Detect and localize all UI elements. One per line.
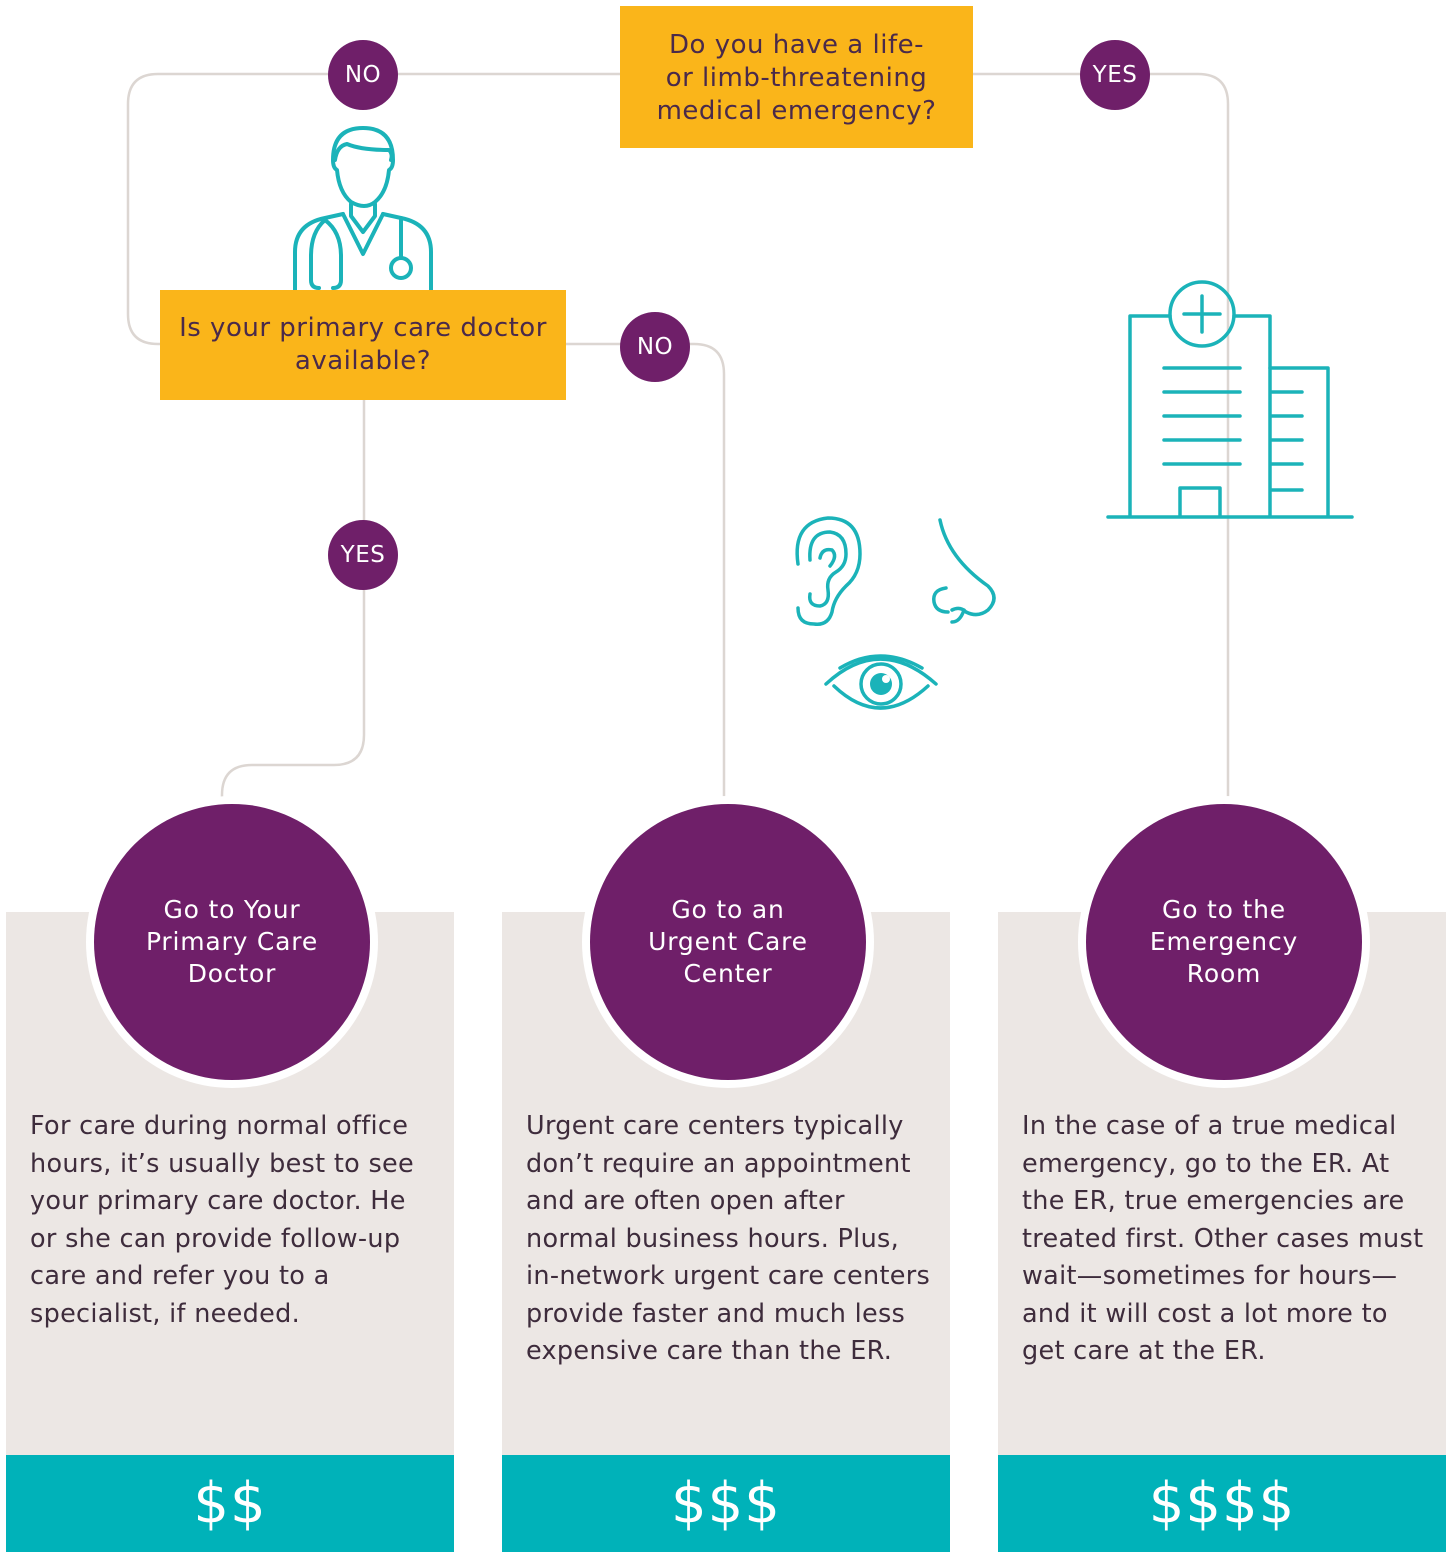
doctor-icon: [293, 126, 433, 292]
primary-care-cost: $$: [6, 1455, 454, 1552]
emergency-room-description: In the case of a true medical emergency,…: [1022, 1111, 1424, 1366]
primary-yes-badge: YES: [328, 520, 398, 590]
emergency-room-cost: $$$$: [998, 1455, 1446, 1552]
emergency-no-badge: NO: [328, 40, 398, 110]
primary-care-card: For care during normal office hours, it’…: [6, 912, 454, 1552]
primary-no-badge: NO: [620, 312, 690, 382]
urgent-care-description: Urgent care centers typically don’t requ…: [526, 1111, 931, 1366]
primary-care-description: For care during normal office hours, it’…: [30, 1111, 415, 1329]
urgent-care-title: Go to an Urgent Care Center: [590, 804, 866, 1080]
primary-care-title: Go to Your Primary Care Doctor: [94, 804, 370, 1080]
urgent-care-cost: $$$: [502, 1455, 950, 1552]
emergency-yes-badge: YES: [1080, 40, 1150, 110]
emergency-question-box: Do you have a life- or limb-threatening …: [620, 6, 973, 148]
eye-icon: [824, 654, 938, 710]
ear-icon: [795, 516, 862, 626]
nose-icon: [932, 518, 996, 624]
hospital-icon: [1106, 280, 1354, 519]
primary-available-question-box: Is your primary care doctor available?: [160, 290, 566, 400]
emergency-room-title: Go to the Emergency Room: [1086, 804, 1362, 1080]
